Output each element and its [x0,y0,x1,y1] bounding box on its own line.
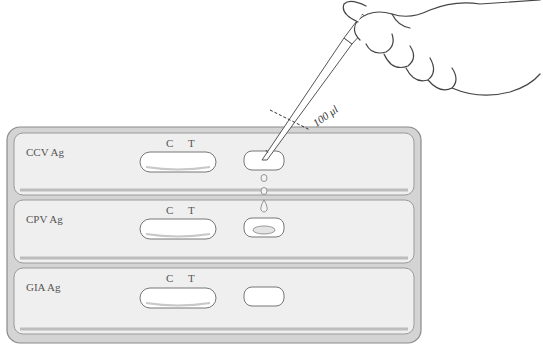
control-test-marks: C T [166,204,201,216]
sample-drops [261,175,267,213]
cassette-strip [14,268,414,334]
cassette-strip [14,133,414,195]
control-test-marks: C T [166,272,201,284]
test-name: CPV Ag [26,213,63,225]
test-name: GIA Ag [26,281,61,293]
volume-label: 100 μl [310,103,340,129]
cassette-strip [14,200,414,263]
holder-panel [7,127,421,343]
cassette-band: CCV Ag C T [14,133,414,195]
pipette [262,14,372,160]
cassette-band: CPV Ag C T [14,200,414,263]
control-test-marks: C T [166,137,201,149]
cassette-band: GIA Ag C T [14,268,414,334]
test-name: CCV Ag [26,146,64,158]
hand [343,0,540,95]
